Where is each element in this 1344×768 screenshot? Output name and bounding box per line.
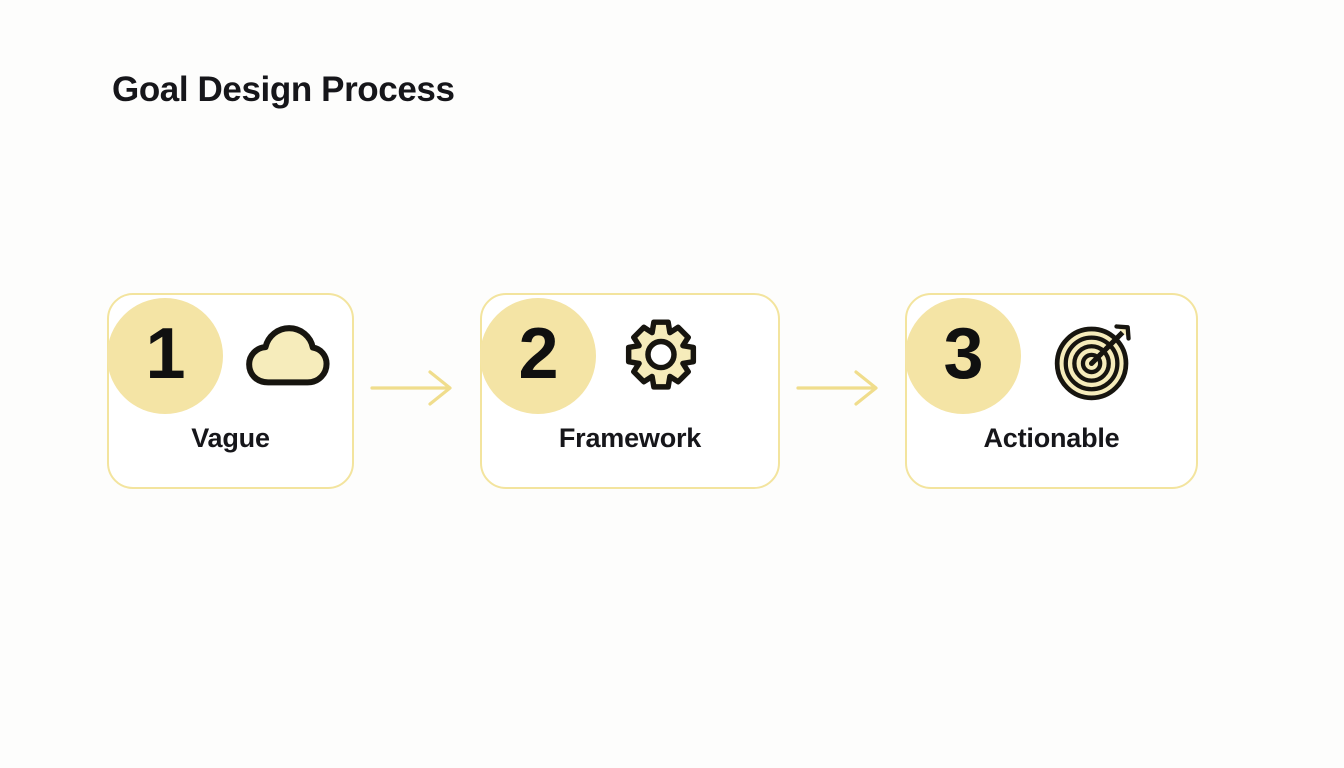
step-number-3: 3 [943, 314, 983, 394]
arrow-right-icon [796, 368, 886, 408]
page-title: Goal Design Process [112, 70, 455, 109]
step-number-1: 1 [145, 314, 185, 394]
step-number-badge-2: 2 [480, 298, 596, 414]
arrow-right-icon [370, 368, 460, 408]
target-arrow-icon [1052, 317, 1138, 403]
step-number-badge-1: 1 [107, 298, 223, 414]
cloud-icon [244, 317, 330, 403]
step-number-badge-3: 3 [905, 298, 1021, 414]
step-label-1: Vague [191, 423, 270, 453]
process-step-card-2[interactable]: 2 Framework [480, 293, 780, 489]
process-flow: 1 Vague 2 [0, 293, 1344, 493]
process-step-card-1[interactable]: 1 Vague [107, 293, 354, 489]
gear-icon [618, 317, 704, 403]
step-label-3: Actionable [983, 423, 1120, 453]
step-number-2: 2 [518, 314, 558, 394]
process-step-card-3[interactable]: 3 Actionable [905, 293, 1198, 489]
step-label-2: Framework [558, 423, 702, 453]
